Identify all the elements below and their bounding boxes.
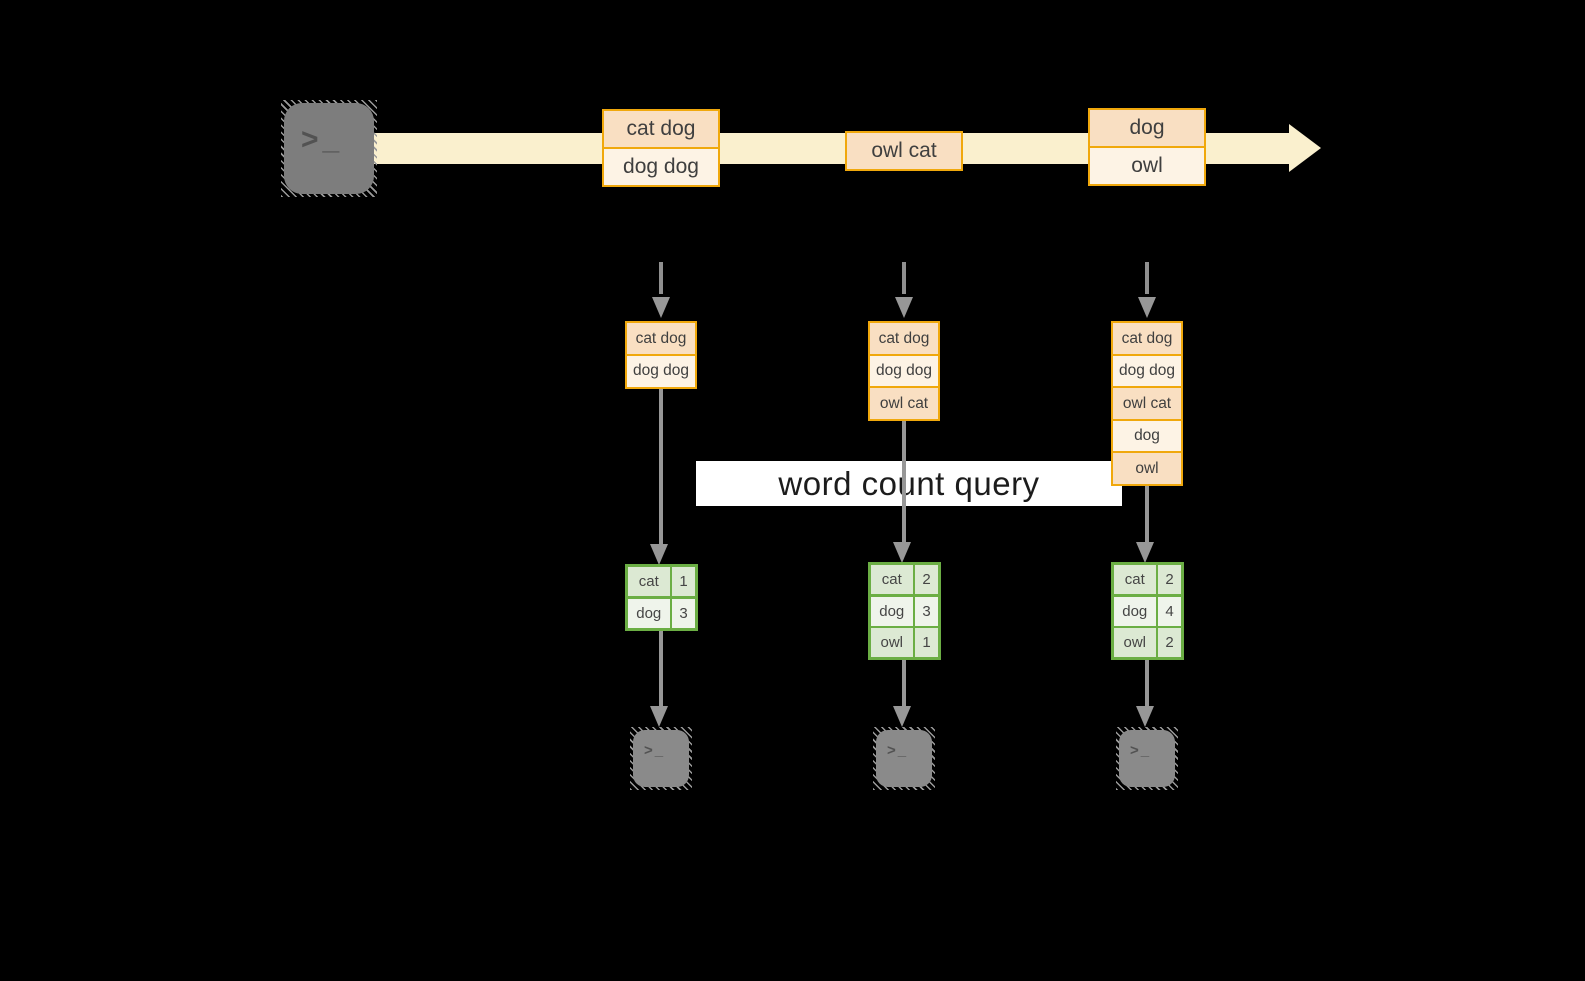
count-cell: 3	[672, 598, 695, 628]
dashed-arrowhead-icon	[895, 297, 913, 318]
dashed-arrow	[659, 262, 663, 294]
query-arrowhead-icon	[650, 544, 668, 565]
sink-terminal-icon: >_	[1116, 727, 1178, 790]
sink-arrowhead-icon	[650, 706, 668, 727]
query-arrowhead-icon	[1136, 542, 1154, 563]
buffer-record: owl	[1111, 451, 1183, 486]
buffer-record: dog dog	[1111, 353, 1183, 389]
word-cell: owl	[871, 628, 913, 657]
terminal-screen: >_	[284, 103, 374, 194]
terminal-prompt-glyph: >_	[644, 742, 666, 759]
count-cell: 2	[1158, 565, 1181, 594]
sink-arrow	[902, 659, 906, 708]
count-cell: 4	[1158, 596, 1181, 626]
terminal-prompt-glyph: >_	[1130, 742, 1152, 759]
sink-terminal-icon: >_	[630, 727, 692, 790]
query-arrow	[902, 420, 906, 544]
sink-arrowhead-icon	[1136, 706, 1154, 727]
dashed-arrow	[1145, 262, 1149, 294]
input-buffer-1: cat dog dog dog	[625, 321, 697, 389]
count-cell: 2	[1158, 628, 1181, 657]
count-table-3: cat 2 dog 4 owl 2	[1111, 562, 1184, 660]
query-arrow	[659, 388, 663, 546]
buffer-record: dog dog	[625, 353, 697, 389]
sink-arrow	[1145, 659, 1149, 708]
stream-record: owl	[1088, 145, 1206, 186]
buffer-record: owl cat	[1111, 386, 1183, 421]
word-cell: cat	[871, 565, 913, 594]
query-band: word count query	[696, 461, 1122, 506]
query-label: word count query	[778, 464, 1040, 502]
word-cell: dog	[1114, 596, 1156, 626]
buffer-record: dog dog	[868, 353, 940, 389]
stream-record: cat dog	[602, 109, 720, 149]
sink-terminal-icon: >_	[873, 727, 935, 790]
input-buffer-3: cat dog dog dog owl cat dog owl	[1111, 321, 1183, 486]
word-cell: cat	[1114, 565, 1156, 594]
stream-record: dog dog	[602, 146, 720, 187]
source-terminal-icon: >_	[281, 100, 377, 197]
word-cell: dog	[628, 598, 670, 628]
stream-record: dog	[1088, 108, 1206, 148]
buffer-record: cat dog	[625, 321, 697, 356]
count-cell: 1	[672, 567, 695, 596]
buffer-record: dog	[1111, 418, 1183, 454]
query-arrow	[1145, 485, 1149, 544]
word-cell: dog	[871, 596, 913, 626]
count-table-1: cat 1 dog 3	[625, 564, 698, 631]
stream-record: owl cat	[845, 131, 963, 171]
word-cell: cat	[628, 567, 670, 596]
dashed-arrow	[902, 262, 906, 294]
terminal-screen: >_	[633, 730, 689, 787]
stream-batch-3: dog owl	[1088, 108, 1206, 186]
stream-batch-2: owl cat	[845, 131, 963, 171]
dashed-arrowhead-icon	[652, 297, 670, 318]
stream-arrowhead-icon	[1289, 124, 1321, 172]
terminal-screen: >_	[1119, 730, 1175, 787]
sink-arrow	[659, 630, 663, 708]
query-arrowhead-icon	[893, 542, 911, 563]
count-table-2: cat 2 dog 3 owl 1	[868, 562, 941, 660]
terminal-screen: >_	[876, 730, 932, 787]
dashed-arrowhead-icon	[1138, 297, 1156, 318]
count-cell: 3	[915, 596, 938, 626]
input-buffer-2: cat dog dog dog owl cat	[868, 321, 940, 421]
word-cell: owl	[1114, 628, 1156, 657]
count-cell: 1	[915, 628, 938, 657]
sink-arrowhead-icon	[893, 706, 911, 727]
buffer-record: cat dog	[1111, 321, 1183, 356]
terminal-prompt-glyph: >_	[887, 742, 909, 759]
buffer-record: owl cat	[868, 386, 940, 421]
stream-batch-1: cat dog dog dog	[602, 109, 720, 187]
buffer-record: cat dog	[868, 321, 940, 356]
terminal-prompt-glyph: >_	[301, 123, 344, 156]
count-cell: 2	[915, 565, 938, 594]
